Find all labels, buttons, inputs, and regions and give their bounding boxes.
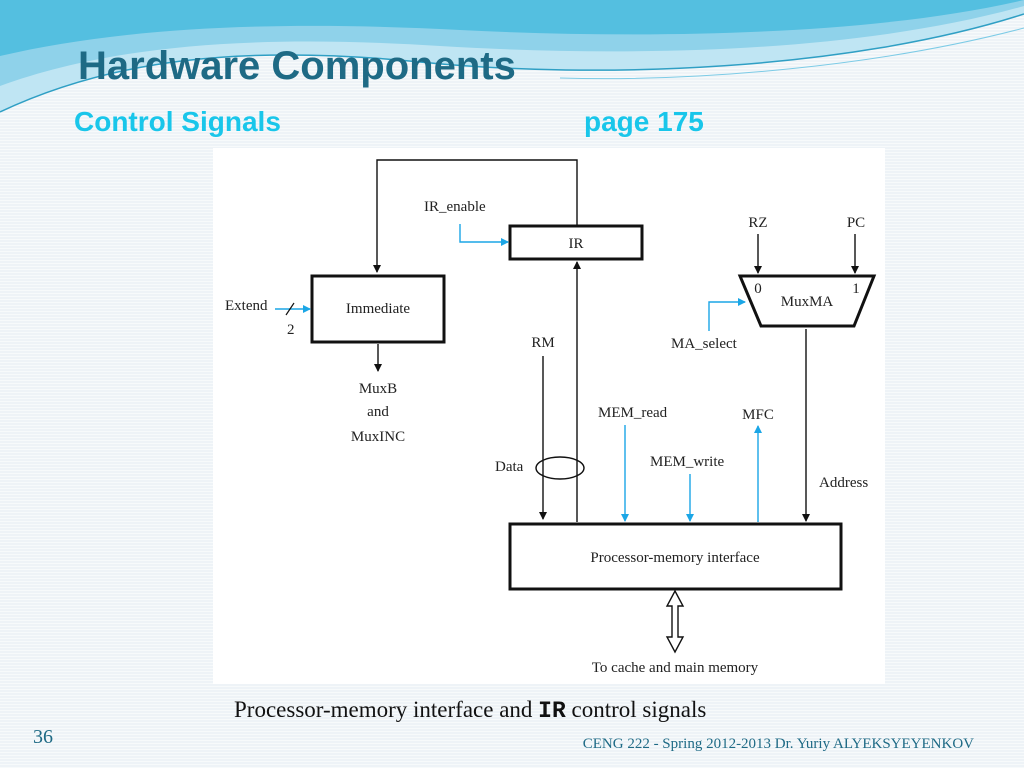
slide-footer: CENG 222 - Spring 2012-2013 Dr. Yuriy AL…: [582, 736, 974, 752]
rm-label: RM: [531, 335, 554, 351]
subtitle-page-reference: page 175: [584, 106, 704, 137]
muxma-label: MuxMA: [781, 294, 834, 310]
immediate-block: [310, 274, 446, 344]
caption-ir-code: IR: [538, 698, 566, 724]
caption-text-end: control signals: [565, 697, 707, 722]
mem-read-label: MEM_read: [598, 405, 668, 421]
muxma-multiplexer: [737, 274, 877, 328]
slide-title: Hardware Components: [78, 44, 516, 88]
mem-write-label: MEM_write: [650, 454, 725, 470]
ma-select-label: MA_select: [671, 336, 738, 352]
mfc-label: MFC: [742, 407, 774, 423]
and-label: and: [367, 404, 389, 420]
extend-bits-label: 2: [287, 322, 295, 338]
extend-bus-slash: [285, 302, 295, 316]
ir-enable-label: IR_enable: [424, 199, 486, 215]
extend-label: Extend: [225, 298, 268, 314]
processor-memory-interface-block: [508, 522, 843, 591]
figure-caption: Processor-memory interface and IR contro…: [234, 697, 706, 724]
to-memory-label: To cache and main memory: [592, 660, 759, 676]
data-label: Data: [495, 459, 524, 475]
muxma-input-0-label: 0: [754, 281, 762, 297]
diagram-panel: IR IR_enable Immediate Extend 2 MuxB and…: [213, 148, 885, 684]
memory-bus-arrow: [665, 589, 685, 654]
address-label: Address: [819, 475, 868, 491]
ir-register: [508, 224, 644, 261]
ir-register-label: IR: [569, 236, 584, 252]
data-bus-ellipse: [535, 456, 585, 480]
pmi-label: Processor-memory interface: [590, 550, 760, 566]
ir-to-immediate-wire: [373, 159, 578, 273]
muxma-input-1-label: 1: [852, 281, 860, 297]
processor-memory-diagram: IR IR_enable Immediate Extend 2 MuxB and…: [225, 159, 877, 676]
pc-label: PC: [847, 215, 865, 231]
ir-enable-signal: [459, 224, 509, 246]
caption-text-start: Processor-memory interface and: [234, 697, 539, 722]
subtitle-control-signals: Control Signals: [74, 106, 281, 137]
immediate-label: Immediate: [346, 301, 410, 317]
muxinc-label: MuxINC: [351, 429, 405, 445]
ma-select-signal: [708, 298, 746, 331]
header-swoosh: [0, 0, 1024, 113]
muxb-label: MuxB: [359, 381, 397, 397]
slide-number: 36: [33, 726, 53, 748]
rz-label: RZ: [748, 215, 767, 231]
